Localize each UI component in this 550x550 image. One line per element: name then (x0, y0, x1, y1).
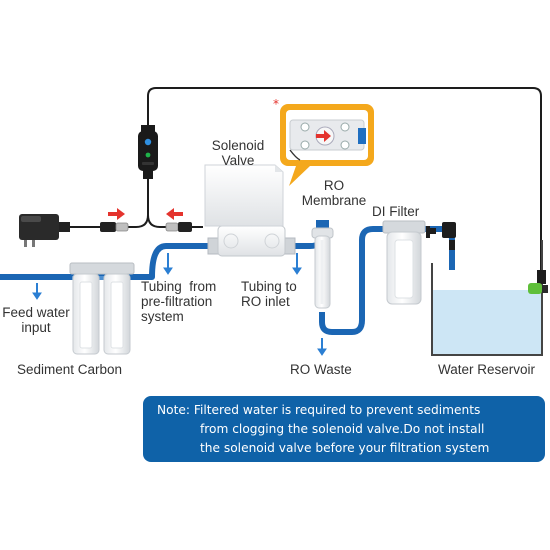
control-cable (70, 87, 542, 276)
tubing-from-label-line3: system (141, 309, 184, 324)
float-switch-controller-icon (138, 125, 158, 179)
power-adapter-icon (19, 214, 70, 247)
solenoid-valve-label-line2: Valve (221, 153, 255, 168)
ro-membrane-label: RO Membrane (296, 178, 372, 208)
tubing-to-label-line1: Tubing to (241, 279, 297, 294)
ro-membrane (311, 220, 334, 309)
cable-connectors (100, 222, 192, 232)
reservoir-water (432, 290, 542, 354)
note-line-3: the solenoid valve before your filtratio… (200, 441, 490, 455)
tubing-from-label-line1: Tubing from (141, 279, 217, 294)
feed-water-input-label-line1: Feed water (2, 305, 70, 320)
solenoid-callout (280, 104, 374, 186)
reservoir-inlet-valve (426, 222, 456, 250)
red-direction-arrows (108, 208, 183, 220)
tubing-to-ro-inlet-label: Tubing to RO inlet (241, 279, 297, 309)
di-filter (382, 220, 426, 305)
callout-marker: * (273, 97, 279, 111)
tubing-from-arrow (163, 253, 173, 275)
ro-membrane-label-line1: RO (323, 178, 345, 193)
ro-waste-arrow (317, 338, 327, 356)
tubing-from-prefiltration-label: Tubing from pre-filtration system (141, 279, 216, 324)
water-reservoir-tank (431, 240, 543, 356)
note-box: Note: Filtered water is required to prev… (143, 396, 545, 462)
ro-waste-label: RO Waste (290, 362, 352, 377)
float-sensor-icon (528, 270, 548, 294)
tubing-to-arrow (292, 253, 302, 275)
sediment-carbon-label: Sediment Carbon (17, 362, 123, 377)
feed-water-arrow (32, 283, 42, 300)
solenoid-valve-label-line1: Solenoid (211, 138, 265, 153)
di-filter-label: DI Filter (372, 204, 420, 219)
tubing-to-label-line2: RO inlet (241, 294, 290, 309)
solenoid-valve-label: Solenoid Valve (203, 138, 273, 168)
note-line-1: Note: Filtered water is required to prev… (157, 403, 481, 417)
note-line-2: from clogging the solenoid valve.Do not … (200, 422, 485, 436)
ro-membrane-label-line2: Membrane (301, 193, 367, 208)
tubing-from-label-line2: pre-filtration (141, 294, 213, 309)
feed-water-input-label: Feed water input (0, 305, 72, 335)
feed-water-input-label-line2: input (21, 320, 51, 335)
water-reservoir-label: Water Reservoir (438, 362, 536, 377)
flow-arrows (32, 253, 327, 356)
sediment-carbon-filters (69, 262, 135, 355)
solenoid-valve (204, 164, 296, 257)
